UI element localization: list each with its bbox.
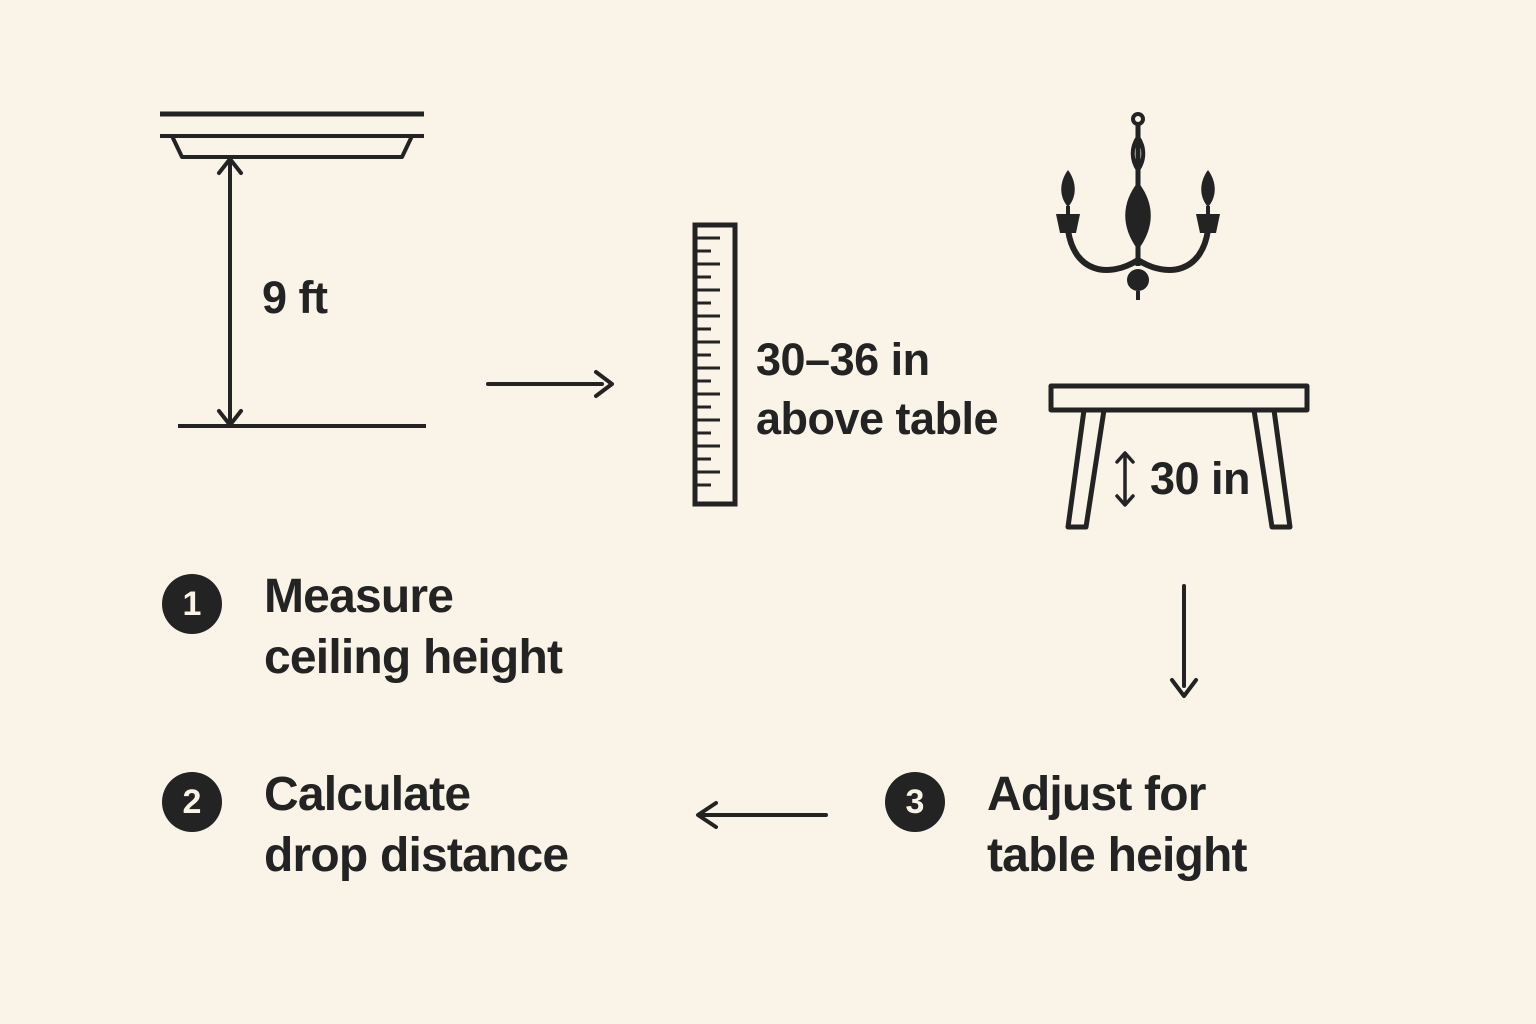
right-arrow	[484, 368, 616, 400]
step-2: 2 Calculate drop distance	[162, 764, 569, 886]
ceiling-height-arrow	[214, 156, 246, 428]
step-1-text: Measure ceiling height	[264, 566, 563, 688]
step-1-badge: 1	[162, 574, 222, 634]
step-3-text: Adjust for table height	[987, 764, 1248, 886]
step-3-badge: 3	[885, 772, 945, 832]
step-1: 1 Measure ceiling height	[162, 566, 563, 688]
step-2-line1: Calculate	[264, 768, 471, 821]
dining-table-icon	[1048, 383, 1310, 531]
left-arrow	[686, 799, 830, 831]
down-arrow	[1166, 582, 1202, 700]
crown-molding-icon	[158, 110, 426, 162]
floor-line	[178, 424, 426, 428]
step-2-line2: drop distance	[264, 829, 569, 882]
ruler-note-line1: 30–36 in	[756, 334, 930, 385]
step-2-text: Calculate drop distance	[264, 764, 569, 886]
chandelier-icon	[1028, 110, 1248, 345]
step-3-line1: Adjust for	[987, 768, 1206, 821]
table-height-measure: 30 in	[1112, 450, 1251, 508]
ruler-note-line2: above table	[756, 393, 999, 444]
step-1-line2: ceiling height	[264, 631, 563, 684]
step-2-badge: 2	[162, 772, 222, 832]
ruler-note: 30–36 in above table	[756, 330, 1036, 448]
step-1-line1: Measure	[264, 570, 454, 623]
step-3: 3 Adjust for table height	[885, 764, 1248, 886]
step-3-line2: table height	[987, 829, 1248, 882]
table-height-arrow	[1115, 451, 1135, 507]
ceiling-height-label: 9 ft	[262, 272, 328, 323]
ruler-icon	[692, 222, 738, 507]
table-height-label: 30 in	[1150, 453, 1251, 504]
